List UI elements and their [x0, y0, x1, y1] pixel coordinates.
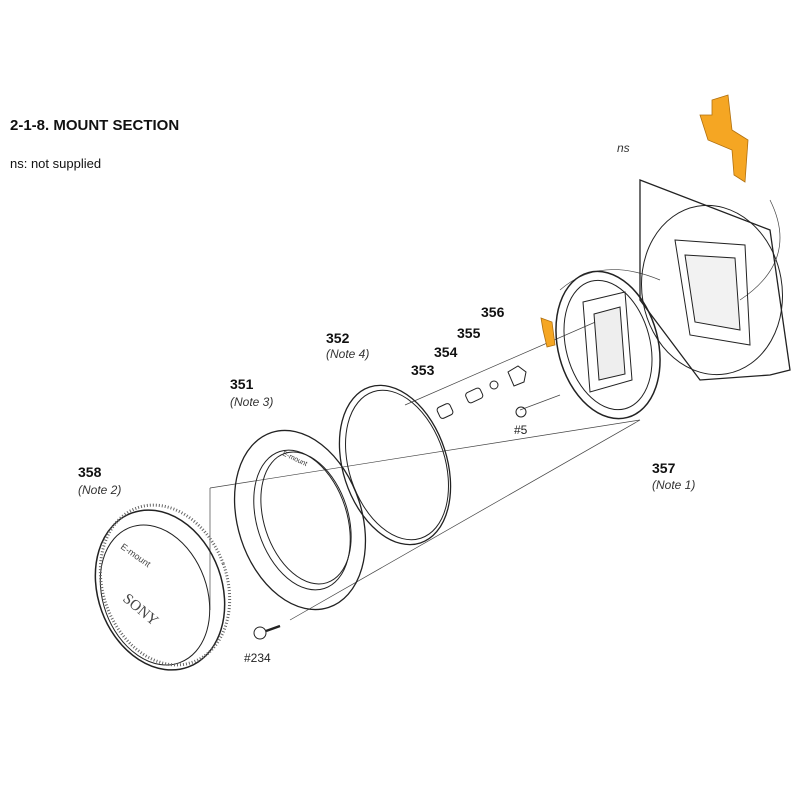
part-note-352: (Note 4): [326, 347, 370, 361]
cap-mount-text: E-mount: [119, 541, 153, 569]
part-ref-357: 357: [652, 460, 676, 476]
part-ref-356: 356: [481, 304, 505, 320]
lock-pin-parts: [253, 365, 527, 640]
part-note-357: (Note 1): [652, 478, 696, 492]
mount-frame-357: [555, 270, 661, 420]
part-ref-354: 354: [434, 344, 458, 360]
part-ref-358: 358: [78, 464, 102, 480]
assembly-lines: [209, 199, 781, 621]
part-ref-351: 351: [230, 376, 254, 392]
body-cap-358: E-mount SONY: [94, 503, 232, 671]
screw-ref-234: #234: [244, 651, 271, 665]
flex-cable: [540, 94, 749, 348]
spring-plate-352: [338, 384, 452, 546]
screw-ref-5: #5: [514, 423, 528, 437]
part-ref-353: 353: [411, 362, 435, 378]
lens-mount-ring-351: E-mount: [233, 429, 367, 611]
part-note-351: (Note 3): [230, 395, 274, 409]
not-supplied-label: ns: [617, 141, 630, 155]
part-ref-352: 352: [326, 330, 350, 346]
chassis-ns: [639, 179, 791, 381]
part-ref-355: 355: [457, 325, 481, 341]
section-title: 2-1-8. MOUNT SECTION: [10, 117, 180, 134]
part-note-358: (Note 2): [78, 483, 122, 497]
cap-logo: SONY: [119, 591, 161, 630]
legend-text: ns: not supplied: [10, 156, 102, 171]
